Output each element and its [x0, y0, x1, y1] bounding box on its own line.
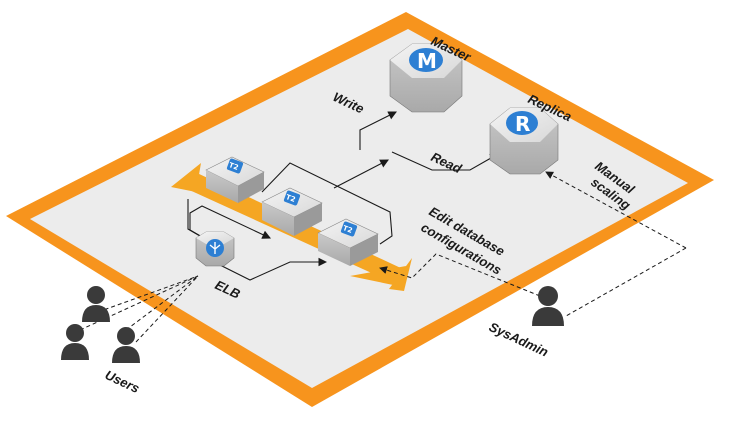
read-arrow-line — [391, 151, 499, 171]
replica-badge-letter: R — [515, 112, 530, 136]
manual-scaling-line — [545, 171, 687, 249]
chip-icon — [340, 221, 358, 237]
sysadmin-icon — [532, 286, 564, 326]
chip-icon — [283, 190, 301, 206]
platform — [6, 12, 714, 407]
edit-config-line — [379, 253, 541, 297]
admin-dashed-lines — [379, 171, 687, 317]
chip-label: T2 — [285, 193, 297, 204]
manual-scaling-to-admin-line — [565, 247, 687, 317]
chip-icon — [226, 158, 244, 174]
write-arrow-line — [333, 159, 389, 189]
users-label: Users — [103, 367, 142, 396]
t2-instance-left[interactable]: T2 — [205, 156, 265, 203]
chip-label: T2 — [342, 224, 354, 235]
user-icon — [61, 324, 89, 360]
user-icon — [112, 327, 140, 363]
write-to-master-line — [359, 111, 397, 150]
master-db-node[interactable]: M — [389, 43, 463, 113]
replica-db-node[interactable]: R — [489, 107, 559, 175]
user-icon — [82, 286, 110, 322]
t2-instance-right[interactable]: T2 — [317, 218, 379, 266]
instances-loop-line — [261, 162, 393, 245]
users-group — [61, 286, 140, 363]
elb-node[interactable] — [195, 231, 235, 267]
replica-badge-icon — [506, 111, 538, 135]
master-badge-icon — [409, 48, 443, 72]
chip-label: T2 — [228, 161, 240, 172]
sysadmin-person — [532, 286, 564, 326]
master-badge-letter: M — [417, 49, 437, 73]
t2-instance-middle[interactable]: T2 — [261, 187, 323, 236]
